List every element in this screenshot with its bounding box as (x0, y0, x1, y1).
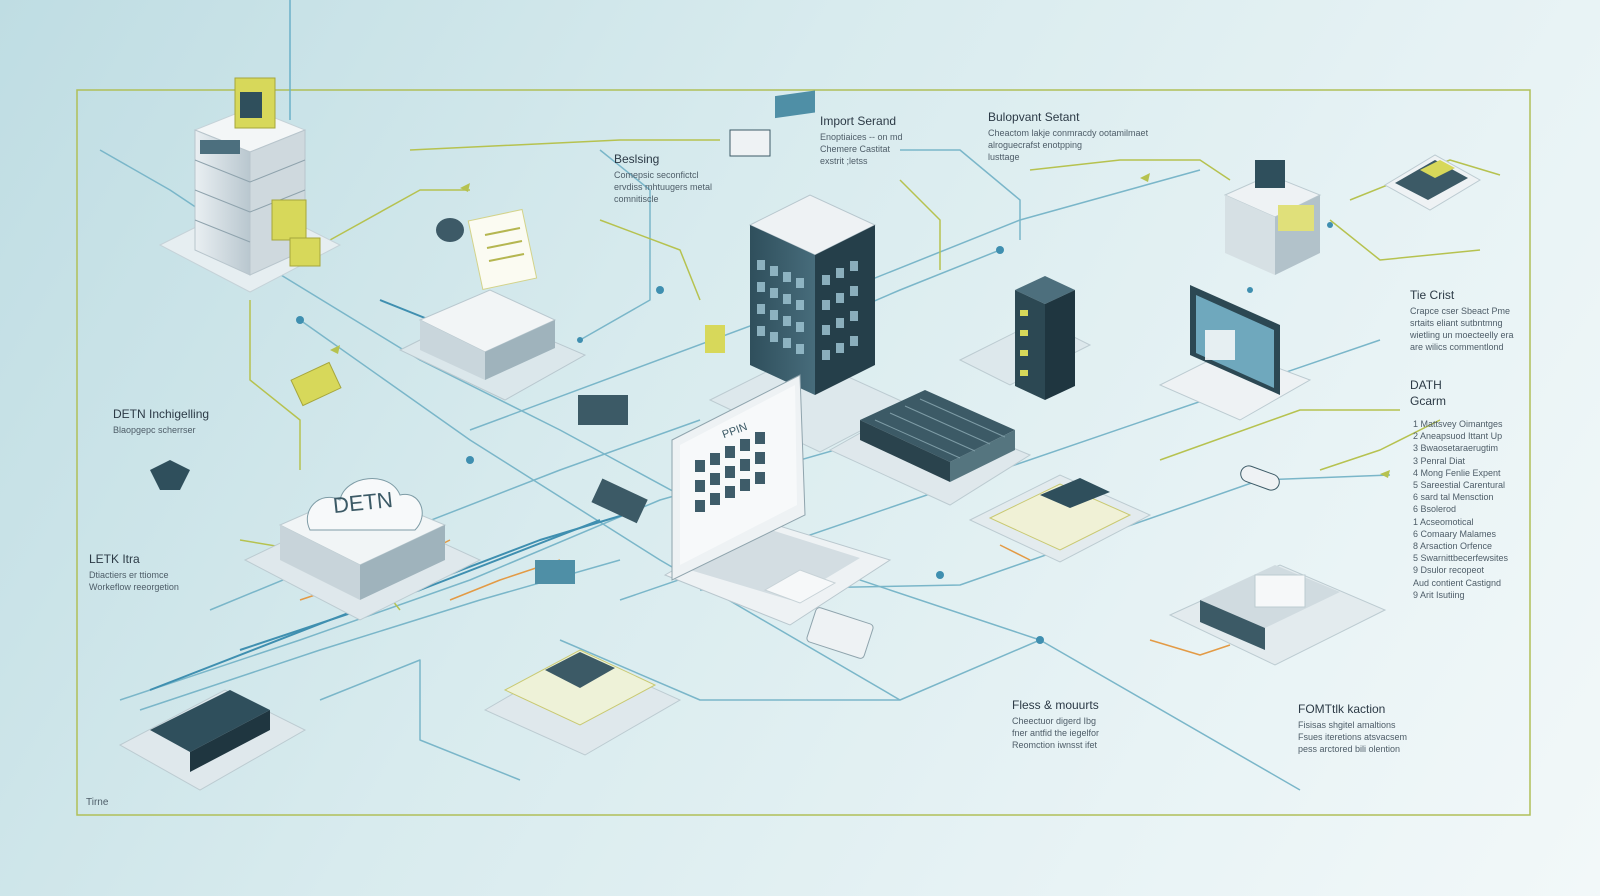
letk-line: Workeflow reeorgetion (89, 582, 179, 592)
cloud-storage-icon (243, 478, 482, 621)
besising-title: Beslsing (614, 152, 660, 166)
laptop-icon (663, 374, 892, 626)
besising-block: Beslsing Comepsic seconfictcl ervdiss mh… (614, 152, 712, 205)
flows-block: Fless & mouurts Cheectuor digerd Ibg fne… (1012, 698, 1099, 751)
detn-line: Blaopgepc scherrser (113, 425, 196, 435)
list-item: Aud contient Castignd (1413, 577, 1502, 588)
storage-module-icon (968, 474, 1152, 563)
network-switch-icon (958, 276, 1092, 400)
list-item: 9 Arit Isutiing (1413, 589, 1465, 600)
data-block: DATH Gcarm (1410, 378, 1446, 411)
right-line: Crapce cser Sbeact Pme (1410, 306, 1511, 316)
fomt-line: pess arctored bili olention (1298, 744, 1401, 754)
right-block: Tie Crist Crapce cser Sbeact Pme srtaits… (1410, 288, 1514, 353)
list-item: 6 Comaary Malames (1413, 528, 1497, 539)
besising-line: Comepsic seconfictcl (614, 170, 699, 180)
small-components (150, 129, 1280, 659)
list-item: 3 Penral Diat (1413, 455, 1466, 466)
list-item: 8 Arsaction Orfence (1413, 541, 1493, 552)
right-line: srtaits eliant sutbntmng (1410, 318, 1503, 328)
list-item: 1 Acseomotical (1413, 516, 1474, 527)
list-item: 6 Bsolerod (1413, 504, 1457, 515)
flows-title: Fless & mouurts (1012, 698, 1099, 712)
import-line: Enoptiaices -- on md (820, 132, 903, 142)
fomt-title: FOMTtlk kaction (1298, 702, 1386, 716)
detn-title: DETN Inchigelling (113, 407, 210, 421)
import-line: exstrit ;letss (820, 156, 868, 166)
list-item: 6 sard tal Mensction (1413, 492, 1494, 503)
besising-line: ervdiss mhtuugers metal (614, 182, 713, 192)
server-stack-icon (158, 77, 342, 293)
import-block: Import Serand Enoptiaices -- on md Cheme… (820, 114, 903, 167)
list-item: 4 Mong Fenlie Expent (1413, 467, 1501, 478)
list-item: 2 Aneapsuod Ittant Up (1413, 431, 1503, 442)
flows-line: Cheectuor digerd Ibg (1012, 716, 1097, 726)
frame-label: Tirne (86, 797, 109, 808)
detn-block: DETN Inchigelling Blaopgepc scherrser (113, 407, 209, 436)
right-line: wietling un moecteelly era (1410, 330, 1514, 340)
data-list: 1 Mattsvey Oimantges 2 Aneapsuod Ittant … (1413, 418, 1508, 601)
right-line: are wilics commentlond (1410, 342, 1504, 352)
list-item: 1 Mattsvey Oimantges (1413, 419, 1503, 429)
fomt-line: Fsues iteretions atsvacsem (1298, 732, 1408, 742)
import-line: Chemere Castitat (820, 144, 891, 154)
fomt-block: FOMTtlk kaction Fisisas shgitel amaltion… (1298, 702, 1407, 755)
letk-title: LETK Itra (89, 552, 140, 566)
blueprint-title: Bulopvant Setant (988, 110, 1080, 124)
besising-line: comnitiscle (614, 194, 659, 204)
payment-card-icon (118, 689, 307, 791)
data-title: DATH (1410, 378, 1442, 392)
blueprint-line: lusttage (988, 152, 1020, 162)
app-server-icon (1223, 160, 1322, 275)
document-station-icon (398, 208, 587, 401)
list-item: 9 Dsulor recopeot (1413, 565, 1485, 576)
monitor-icon (1158, 285, 1312, 421)
list-item: 5 Sareestial Carentural (1413, 480, 1506, 491)
tablet-icon (1384, 154, 1481, 211)
blueprint-line: Cheactom lakje conmracdy ootamilmaet (988, 128, 1149, 138)
list-item: 5 Swarnittbecerfewsites (1413, 553, 1509, 564)
data-subtitle: Gcarm (1410, 394, 1446, 408)
router-icon (1168, 564, 1387, 666)
fomt-line: Fisisas shgitel amaltions (1298, 720, 1396, 730)
letk-block: LETK Itra Dtiactiers er ttiomce Workeflo… (89, 552, 179, 593)
flows-line: Reomction iwnsst ifet (1012, 740, 1098, 750)
list-item: 3 Bwaosetaraerugtim (1413, 443, 1499, 454)
import-title: Import Serand (820, 114, 897, 128)
diagram-frame (76, 0, 1531, 816)
flows-line: fner antfid the iegelfor (1012, 728, 1100, 738)
circuit-board-icon (483, 649, 682, 756)
blueprint-block: Bulopvant Setant Cheactom lakje conmracd… (988, 110, 1148, 163)
blueprint-line: alroguecrafst enotpping (988, 140, 1083, 150)
keyboard-icon (828, 390, 1032, 506)
letk-line: Dtiactiers er ttiomce (89, 570, 169, 580)
right-title: Tie Crist (1410, 288, 1455, 302)
